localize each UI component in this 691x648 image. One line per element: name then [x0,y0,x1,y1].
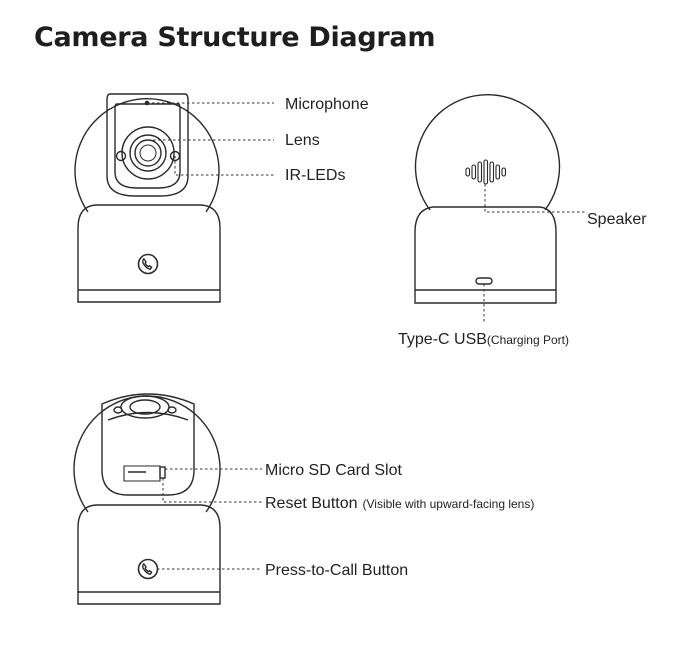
tilted-lens-outer [120,395,170,419]
call-button-label: Press-to-Call Button [265,562,408,579]
tilted-lens-module [101,393,195,496]
sd-slot-recess [123,465,161,482]
front-faceplate-inner [114,103,181,189]
phone-icon [142,258,153,271]
reset-label: Reset Button (Visible with upward-facing … [265,495,534,512]
phone-icon [142,563,153,576]
reset-label-note: (Visible with upward-facing lens) [363,497,535,511]
back-base [414,206,557,304]
call-button-front [137,253,159,275]
usb-label-main: Type-C USB [398,331,487,348]
sd-slot-label: Micro SD Card Slot [265,462,402,479]
camera-back-view [414,93,561,304]
usb-label: Type-C USB(Charging Port) [398,331,569,348]
lens-ring-middle [129,134,167,172]
call-button-tilted [137,558,159,580]
front-head-outline [74,98,220,213]
back-head-outline [414,93,561,211]
back-callout-lines [483,184,585,324]
tilted-lens-inner [129,399,161,415]
tilted-callout-lines [157,468,262,570]
lens-label: Lens [285,132,320,149]
camera-tilted-view [73,393,221,605]
lens-ring-outer [121,126,175,180]
usb-c-port [475,277,493,285]
front-callout-lines [147,102,274,176]
lens-icon [134,139,162,167]
speaker-label: Speaker [587,211,647,228]
page-title: Camera Structure Diagram [34,22,436,53]
front-faceplate [106,93,189,197]
reset-button [159,466,166,479]
microphone-label: Microphone [285,96,369,113]
tilted-base [77,504,221,605]
ir-led-right [169,150,181,162]
speaker-grille [465,159,507,185]
camera-front-view [74,93,221,303]
tilted-module-edge [107,411,189,421]
reset-label-main: Reset Button [265,495,358,512]
front-base [77,204,221,303]
tilted-ir-right [167,406,177,414]
tilted-ir-left [113,406,123,414]
ir-leds-label: IR-LEDs [285,167,345,184]
lens-core [139,144,157,162]
usb-label-note: (Charging Port) [487,333,569,347]
ir-led-left [115,150,127,162]
